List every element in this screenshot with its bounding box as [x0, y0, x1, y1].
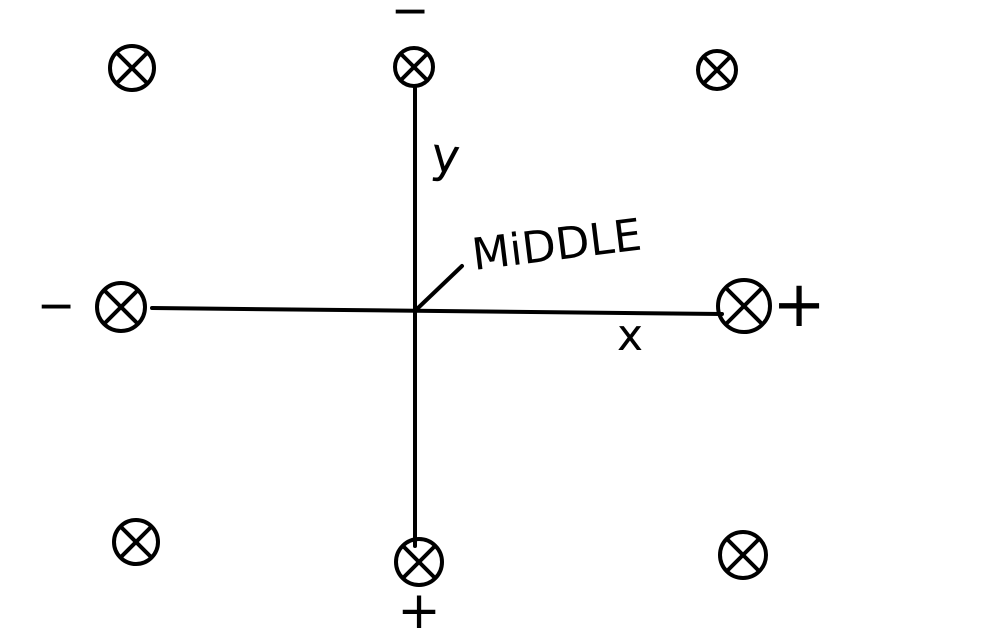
marker-bottom-right — [718, 530, 768, 580]
x-positive-sign: + — [772, 268, 826, 342]
circle-x-icon — [112, 518, 160, 566]
marker-top-center — [393, 46, 435, 88]
y-bottom-sign: + — [397, 581, 441, 630]
circle-x-icon — [718, 530, 768, 580]
marker-bottom-center — [394, 537, 444, 587]
circle-x-icon — [393, 46, 435, 88]
circle-x-icon — [394, 537, 444, 587]
marker-middle-left — [95, 281, 147, 333]
marker-middle-right — [716, 278, 772, 334]
circle-x-icon — [108, 44, 156, 92]
marker-top-left — [108, 44, 156, 92]
circle-x-icon — [95, 281, 147, 333]
y-axis-label: y — [429, 127, 463, 186]
marker-top-right — [696, 49, 738, 91]
circle-x-icon — [696, 49, 738, 91]
axes — [150, 86, 724, 548]
x-axis-label: x — [617, 310, 643, 361]
x-axis-line — [150, 306, 724, 316]
middle-label: MiDDLE — [469, 210, 644, 281]
middle-pointer-line — [416, 264, 464, 310]
x-negative-sign: − — [37, 278, 76, 332]
marker-bottom-left — [112, 518, 160, 566]
y-top-sign: − — [391, 0, 430, 37]
circle-x-icon — [716, 278, 772, 334]
